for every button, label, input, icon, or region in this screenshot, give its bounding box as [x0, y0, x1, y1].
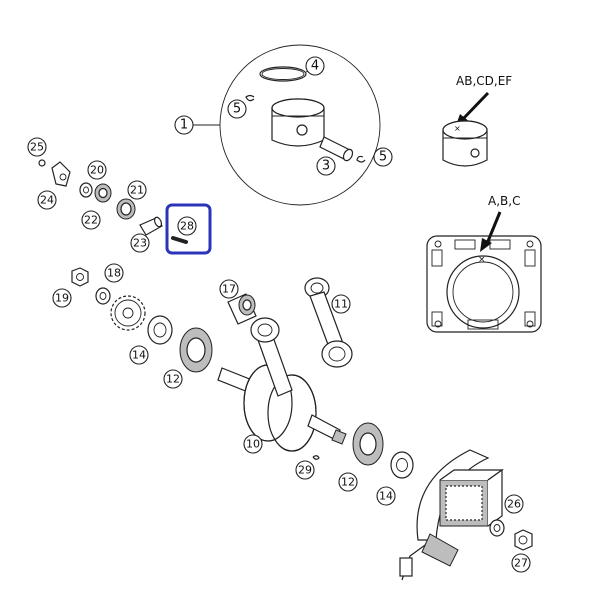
crank-right-parts — [312, 422, 414, 479]
cylinder-mark-arrow — [484, 211, 502, 247]
circlip-left — [245, 94, 255, 102]
svg-text:1: 1 — [180, 118, 188, 133]
callout-26: 26 — [504, 494, 524, 514]
callout-19: 19 — [52, 288, 72, 308]
svg-text:24: 24 — [40, 194, 54, 207]
circlip-right — [356, 155, 366, 163]
connecting-rod — [304, 277, 353, 368]
cylinder-x-mark: × — [478, 255, 486, 265]
callout-labels: 1 4 5 3 5 25 20 24 21 22 23 28 18 19 17 … — [27, 56, 531, 573]
svg-text:28: 28 — [180, 220, 194, 233]
svg-text:25: 25 — [30, 141, 44, 154]
svg-text:14: 14 — [132, 349, 146, 362]
callout-4: 4 — [305, 56, 325, 76]
cylinder-mark-label: A,B,C — [488, 194, 520, 208]
callout-14-right: 14 — [376, 486, 396, 506]
ignition-stator — [399, 449, 533, 581]
piston-ring — [259, 66, 307, 82]
callout-28: 28 — [177, 216, 197, 236]
svg-text:5: 5 — [233, 102, 241, 117]
svg-text:3: 3 — [322, 159, 330, 174]
highlight-box-28 — [165, 203, 212, 255]
svg-text:18: 18 — [107, 267, 121, 280]
svg-text:26: 26 — [507, 498, 521, 511]
callout-27: 27 — [511, 553, 531, 573]
svg-text:4: 4 — [311, 59, 319, 74]
callout-22: 22 — [81, 210, 101, 230]
callout-3: 3 — [316, 156, 336, 176]
callout-5-right: 5 — [373, 147, 393, 167]
callout-29: 29 — [295, 460, 315, 480]
svg-text:23: 23 — [133, 237, 147, 250]
callout-12-right: 12 — [338, 472, 358, 492]
piston-pin — [319, 136, 354, 162]
svg-text:21: 21 — [130, 184, 144, 197]
piston-mark-detail: AB,CD,EF × — [442, 74, 512, 167]
svg-text:22: 22 — [84, 214, 98, 227]
piston-mark-label: AB,CD,EF — [456, 74, 512, 88]
callout-20: 20 — [87, 160, 107, 180]
svg-text:17: 17 — [222, 283, 236, 296]
callout-23: 23 — [130, 233, 150, 253]
svg-text:27: 27 — [514, 557, 528, 570]
callout-11: 11 — [331, 294, 351, 314]
svg-text:14: 14 — [379, 490, 393, 503]
svg-text:12: 12 — [166, 373, 180, 386]
callout-18: 18 — [104, 263, 124, 283]
svg-text:10: 10 — [246, 438, 260, 451]
crank-left-parts — [71, 267, 257, 373]
callout-12-left: 12 — [163, 369, 183, 389]
callout-17: 17 — [219, 279, 239, 299]
callout-10: 10 — [243, 434, 263, 454]
svg-text:12: 12 — [341, 476, 355, 489]
cylinder-gasket-outline — [426, 235, 542, 333]
crankshaft — [217, 317, 347, 452]
svg-text:29: 29 — [298, 464, 312, 477]
callout-25: 25 — [27, 137, 47, 157]
svg-text:20: 20 — [90, 164, 104, 177]
piston-x-mark: × — [454, 124, 461, 133]
piston-assembly-detail — [193, 44, 381, 206]
svg-text:11: 11 — [334, 298, 348, 311]
piston — [271, 98, 325, 147]
small-parts-left — [38, 159, 188, 244]
piston-mark-arrow — [460, 91, 490, 122]
callout-21: 21 — [127, 180, 147, 200]
callout-24: 24 — [37, 190, 57, 210]
cylinder-base-detail: A,B,C × — [426, 194, 542, 333]
svg-text:19: 19 — [55, 292, 69, 305]
svg-text:5: 5 — [379, 150, 387, 165]
callout-5-left: 5 — [227, 99, 247, 119]
callout-14-left: 14 — [129, 345, 149, 365]
callout-1: 1 — [174, 115, 194, 135]
